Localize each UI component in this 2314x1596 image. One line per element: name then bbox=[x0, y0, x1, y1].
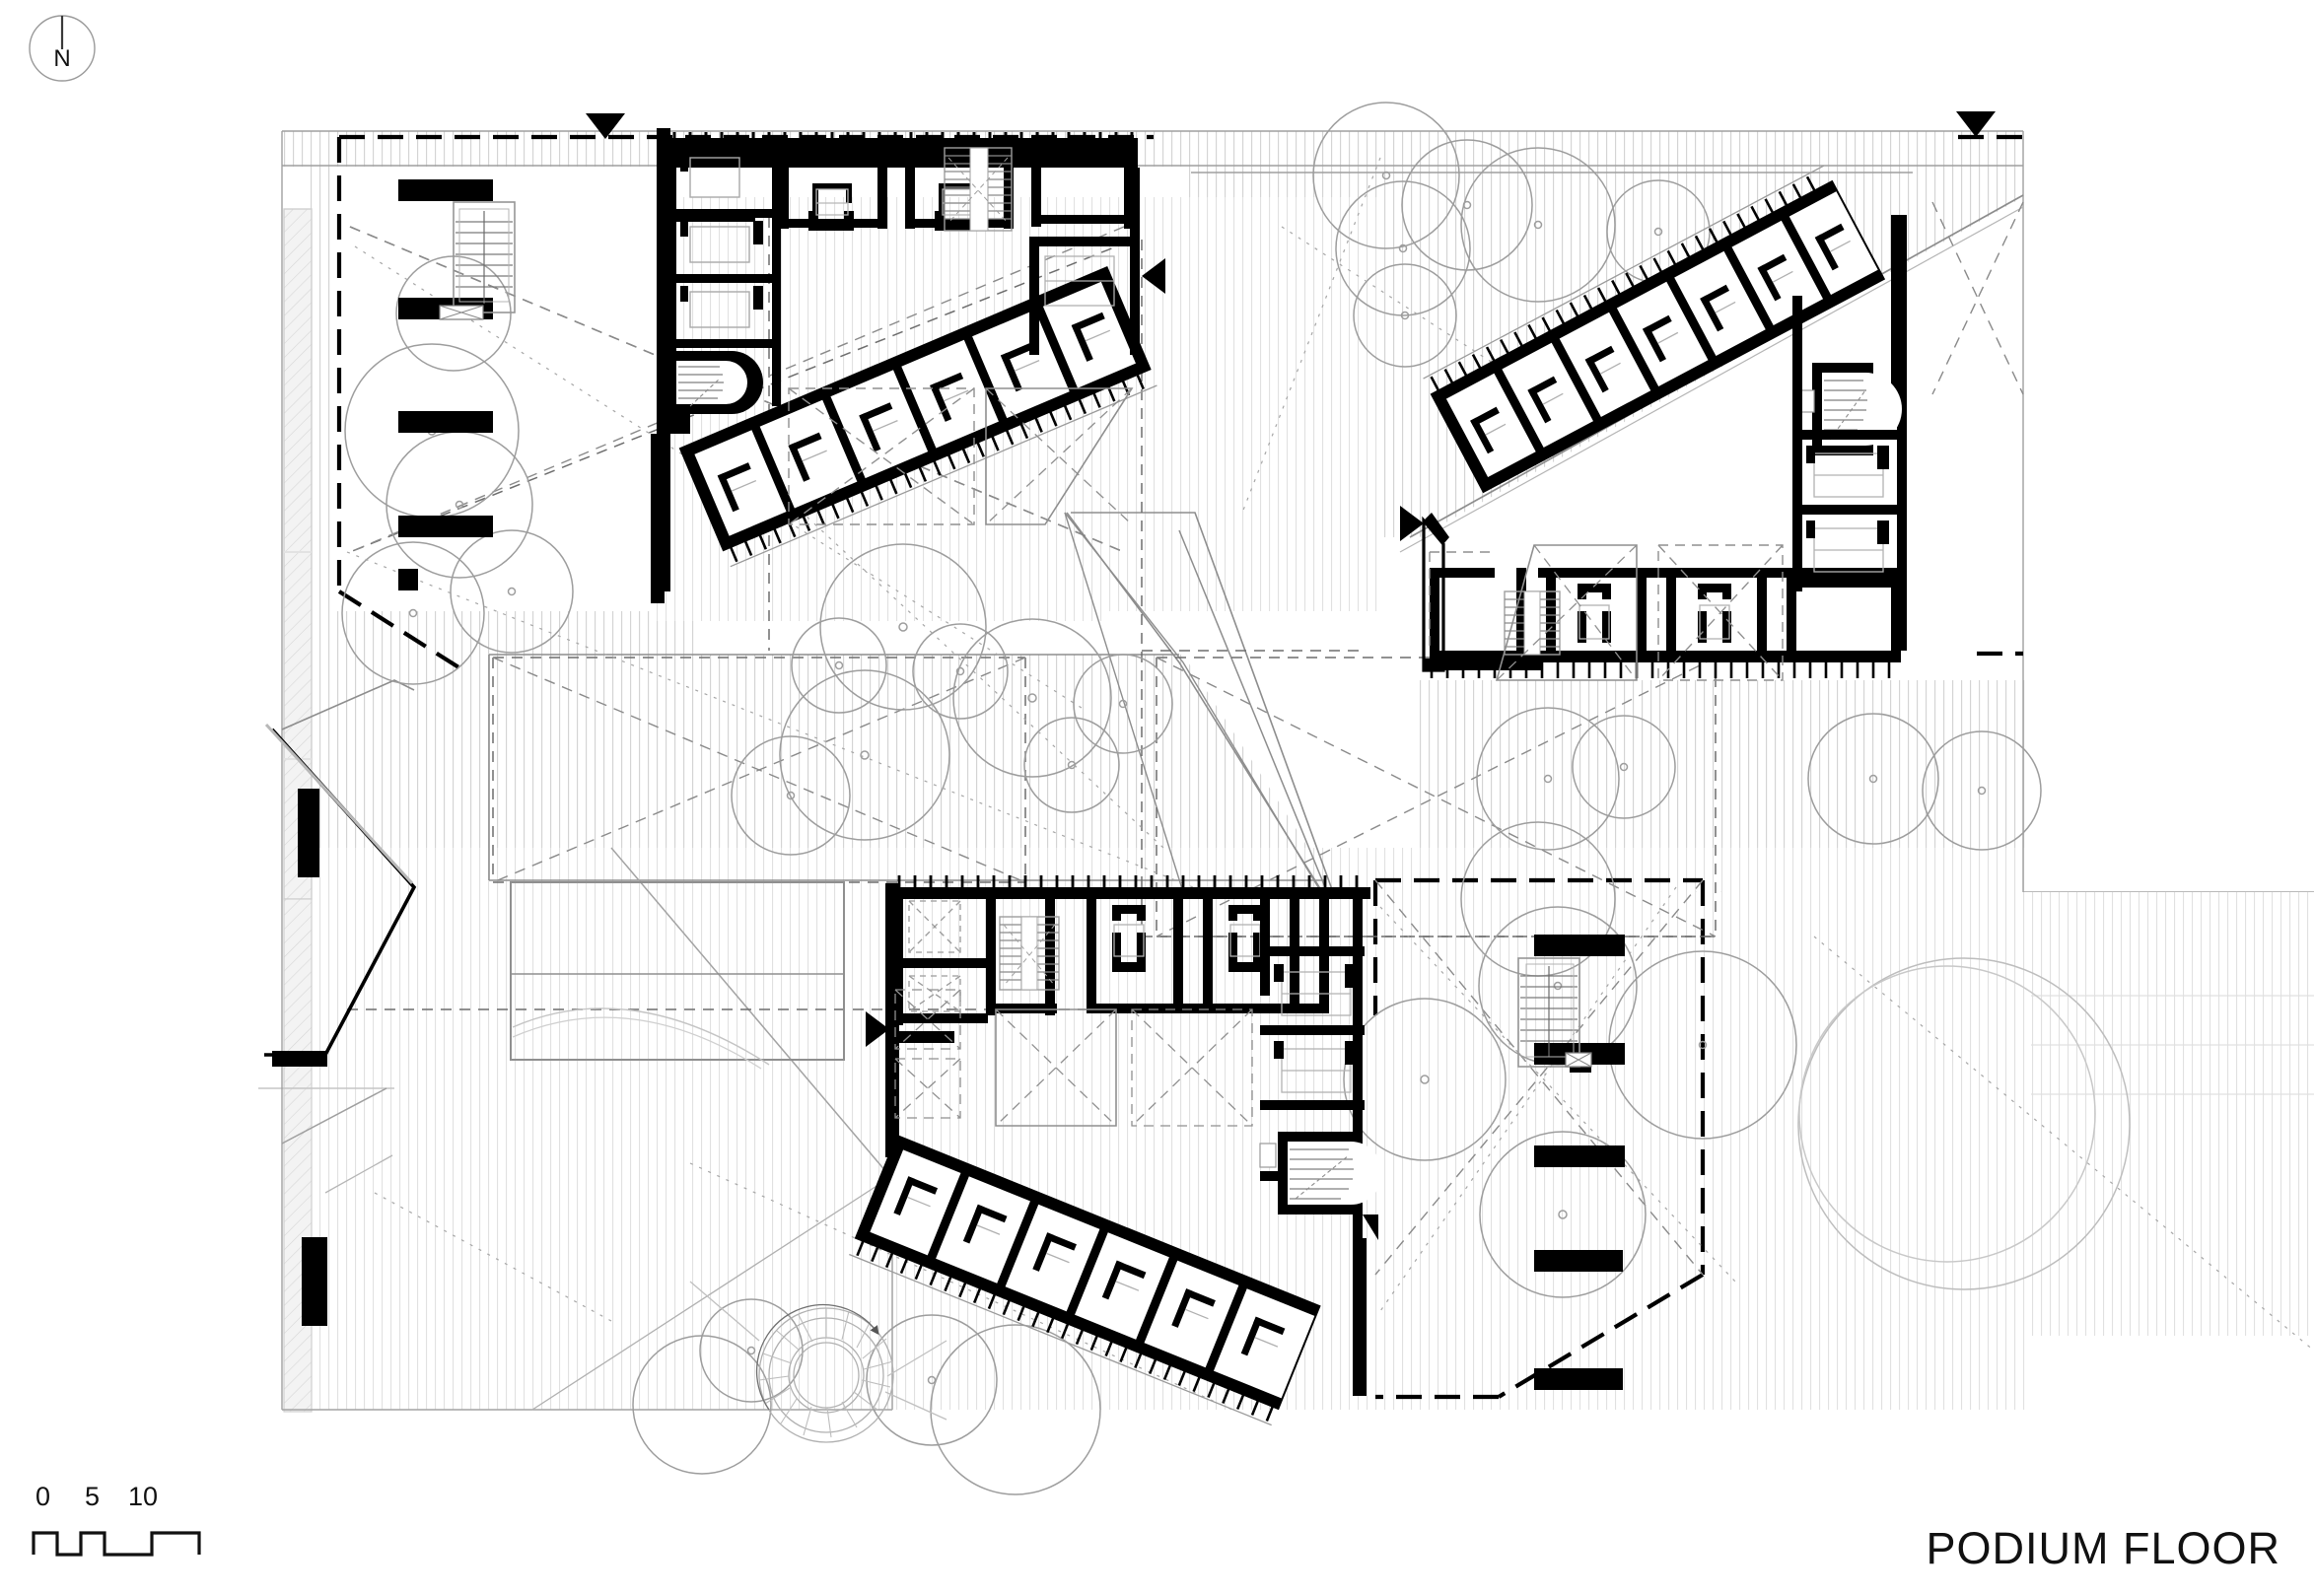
drawing-title: PODIUM FLOOR bbox=[1926, 1523, 2280, 1573]
courtyard-north-east-boxes bbox=[1429, 544, 1784, 681]
stair-north-east-bottom bbox=[1504, 590, 1561, 656]
property-boundary-lines bbox=[336, 134, 2023, 1400]
apartment-cluster-north-west-left bbox=[666, 138, 789, 406]
entry-marker-north-west bbox=[586, 113, 625, 139]
entry-markers bbox=[586, 111, 1996, 1047]
entry-marker-courtyard-b bbox=[1400, 506, 1424, 541]
apartment-wing-south-angled bbox=[849, 1134, 1321, 1426]
stair-north-west-corner bbox=[666, 351, 763, 434]
building-block-north-east bbox=[1422, 165, 1907, 681]
apartment-column-north-east-right bbox=[1792, 296, 1907, 591]
wall-spine-north-west-b bbox=[651, 434, 665, 603]
graphic-scale-bar: 0 5 10 bbox=[18, 1482, 245, 1572]
scale-tick-10: 10 bbox=[128, 1482, 159, 1511]
planting-guide-lines bbox=[346, 157, 2314, 1411]
spiral-ramp bbox=[689, 1281, 947, 1443]
planter-bars-north-west bbox=[398, 179, 493, 590]
stair-south-right-curved bbox=[1259, 1132, 1382, 1396]
stair-south-east-courtyard bbox=[1517, 957, 1592, 1068]
north-arrow: N bbox=[29, 15, 96, 82]
north-arrow-label: N bbox=[53, 45, 70, 72]
stair-north-west-right bbox=[944, 147, 1013, 232]
building-block-south-centre bbox=[849, 875, 1625, 1426]
stair-south-top bbox=[999, 916, 1060, 991]
planter-bars-south-east bbox=[1534, 935, 1625, 1390]
courtyard-north-west-solid-box bbox=[985, 387, 1134, 525]
apartment-wing-north-east-angled bbox=[1423, 165, 1886, 494]
scale-tick-5: 5 bbox=[85, 1482, 101, 1511]
bottom-left-court-rect bbox=[510, 881, 845, 1070]
entry-marker-courtyard-a bbox=[1142, 258, 1165, 294]
road-band-left bbox=[258, 208, 394, 1413]
scale-bar-graphic bbox=[32, 1531, 201, 1557]
entry-marker-courtyard-c bbox=[866, 1011, 889, 1047]
courtyard-north-west-inner-box bbox=[788, 387, 975, 525]
scale-tick-0: 0 bbox=[35, 1482, 51, 1511]
stair-north-east-curved bbox=[1797, 363, 1902, 455]
apartment-column-north-west-right bbox=[1029, 168, 1140, 355]
west-pointed-plot-grey bbox=[264, 723, 414, 885]
building-block-north-west bbox=[398, 128, 1157, 603]
entry-marker-north-east bbox=[1956, 111, 1996, 137]
stair-north-west-courtyard bbox=[439, 201, 516, 320]
tree-canopies bbox=[341, 102, 2131, 1495]
apartment-row-north-east-bottom bbox=[1430, 568, 1901, 678]
courtyard-south-boxes bbox=[894, 989, 1253, 1127]
